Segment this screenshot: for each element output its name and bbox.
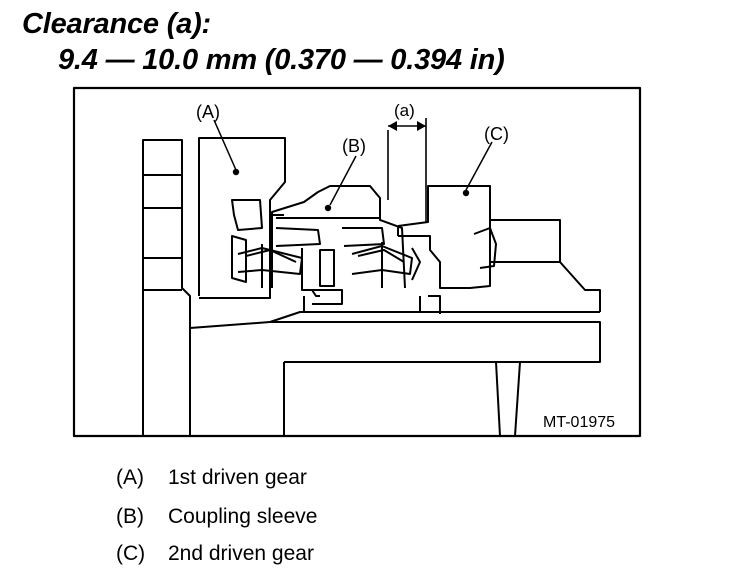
leader-a	[213, 119, 237, 171]
legend-label: 1st driven gear	[168, 466, 307, 489]
right-housing	[490, 219, 601, 312]
callout-b: (B)	[342, 136, 366, 156]
left-housing	[142, 139, 191, 436]
first-driven-gear	[198, 137, 286, 299]
figure-frame	[72, 86, 642, 438]
clearance-value: 9.4 — 10.0 mm (0.370 — 0.394 in)	[58, 44, 505, 76]
second-driven-gear	[397, 185, 491, 289]
callout-a: (A)	[196, 102, 220, 122]
legend-item: (C) 2nd driven gear	[116, 543, 314, 564]
legend-label: Coupling sleeve	[168, 505, 318, 528]
legend-item: (B) Coupling sleeve	[116, 506, 317, 527]
coupling-sleeve	[271, 185, 406, 289]
leader-c	[465, 141, 493, 191]
legend-key: (B)	[116, 505, 144, 528]
legend-key: (C)	[116, 542, 146, 565]
figure-code: MT-01975	[543, 414, 615, 431]
leader-b	[329, 155, 357, 206]
clearance-arrow-left	[388, 121, 397, 131]
legend-item: (A) 1st driven gear	[116, 467, 307, 488]
clearance-title: Clearance (a):	[22, 8, 211, 40]
legend-label: 2nd driven gear	[168, 542, 314, 565]
legend-key: (A)	[116, 466, 144, 489]
callout-c: (C)	[484, 124, 509, 144]
clearance-arrow-right	[417, 121, 426, 131]
callout-clearance: (a)	[394, 101, 415, 120]
main-shaft	[189, 321, 601, 363]
